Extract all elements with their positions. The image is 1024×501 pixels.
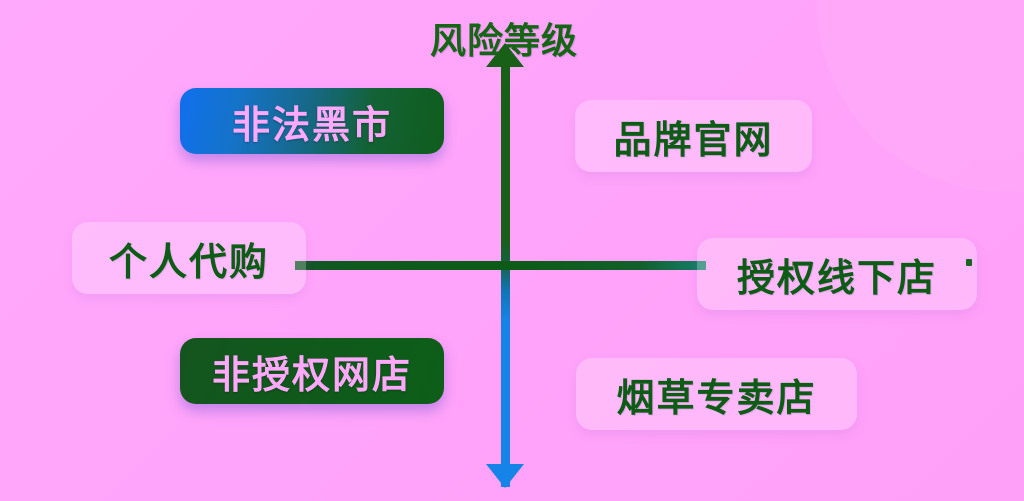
node-unauthorized-online-shop[interactable]: 非授权网店 [180, 338, 444, 404]
node-brand-official-site[interactable]: 品牌官网 [575, 100, 812, 172]
node-label: 授权线下店 [736, 255, 937, 300]
axis-arrow-down-icon [486, 464, 524, 488]
node-label: 非法黑市 [231, 102, 392, 147]
decorative-speck-icon [966, 259, 972, 266]
node-personal-agent-purchase[interactable]: 个人代购 [72, 222, 306, 294]
node-label: 个人代购 [108, 239, 269, 284]
node-tobacco-monopoly-store[interactable]: 烟草专卖店 [576, 358, 857, 430]
node-label: 烟草专卖店 [616, 375, 817, 420]
horizontal-axis-line [295, 261, 706, 270]
node-label: 非授权网店 [211, 352, 412, 397]
node-label: 品牌官网 [613, 117, 774, 162]
node-illegal-black-market[interactable]: 非法黑市 [180, 88, 444, 154]
node-authorized-offline-store[interactable]: 授权线下店 [697, 238, 977, 310]
